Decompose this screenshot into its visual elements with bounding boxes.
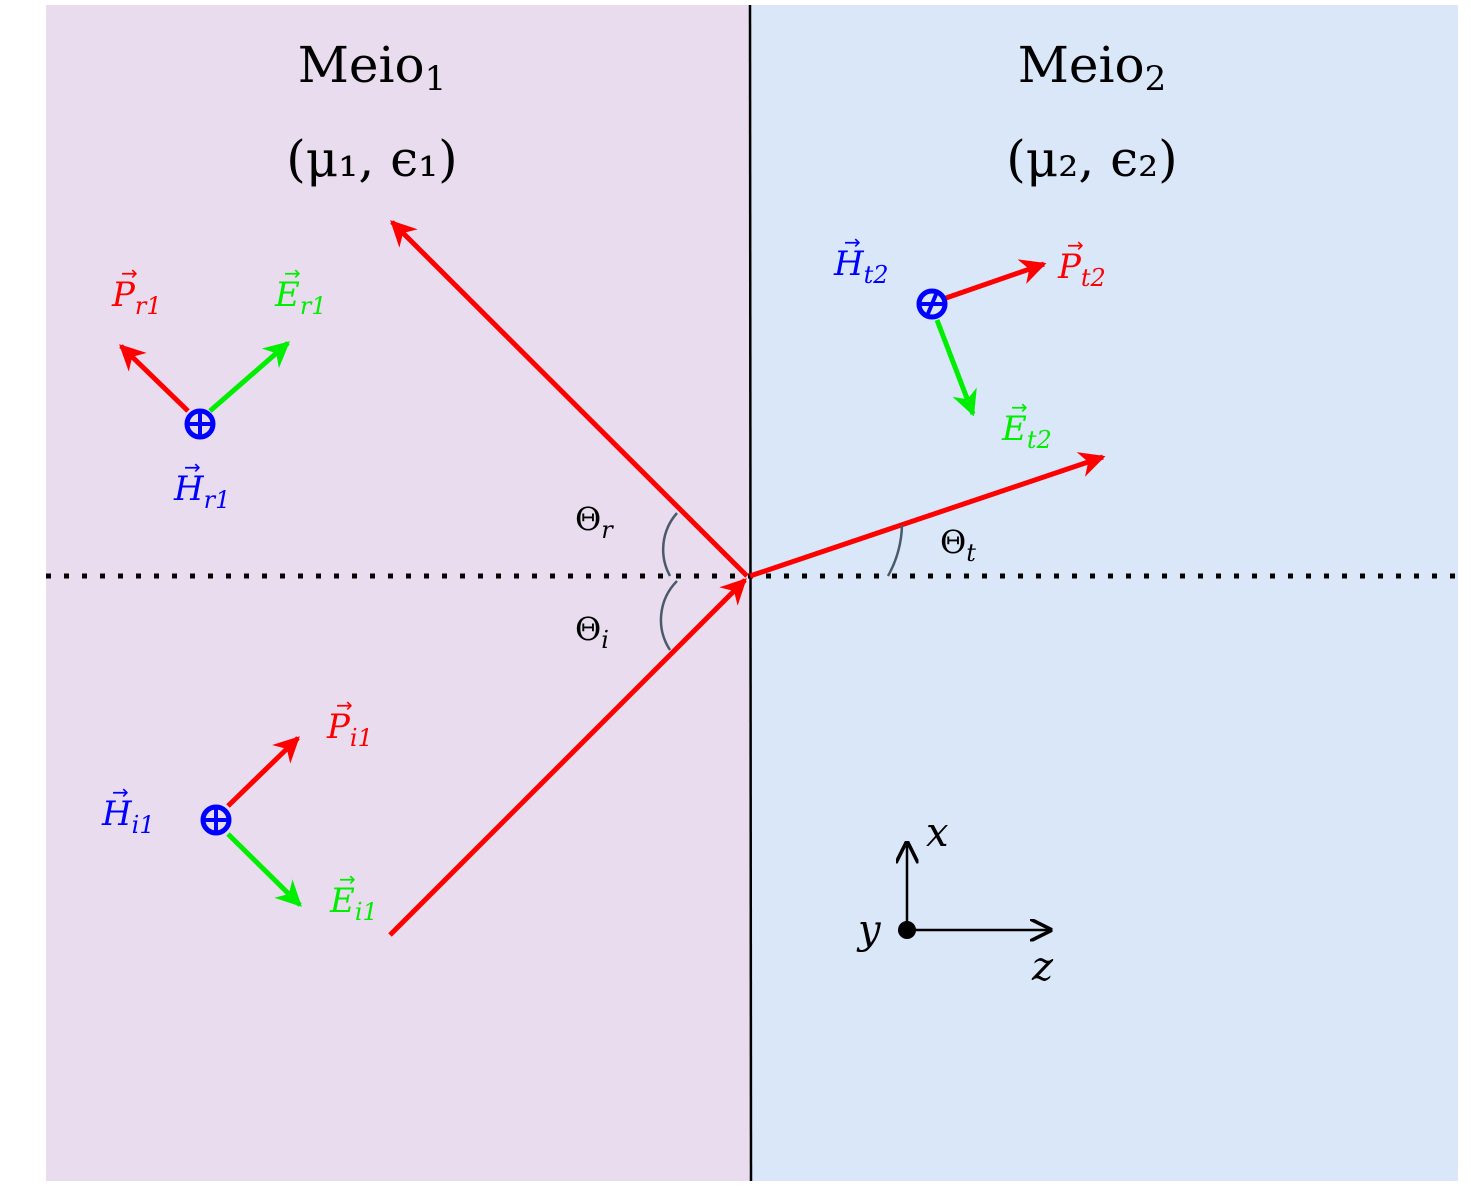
- medium2-region: [750, 5, 1458, 1181]
- medium1-region: [46, 5, 750, 1181]
- incident-field-group: Pi1 → Ei1 → Hi1 →: [101, 693, 378, 926]
- transmission-angle-label: Θt: [940, 523, 976, 567]
- transmitted-efield-arrow: [934, 319, 977, 417]
- reflected-field-group: Pr1 → Er1 → Hr1 →: [111, 261, 327, 514]
- vec-arrow-glyph: →: [284, 261, 301, 285]
- vec-arrow-glyph: →: [336, 693, 353, 717]
- transmitted-hfield-label: Ht2: [833, 244, 889, 289]
- vec-arrow-glyph: →: [339, 867, 356, 891]
- incidence-angle-label: Θi: [575, 610, 609, 654]
- transmission-angle-arc: [886, 524, 904, 577]
- transmitted-poynting-arrow: [945, 259, 1047, 301]
- vec-arrow-glyph: →: [1011, 395, 1028, 419]
- vec-arrow-glyph: →: [1067, 233, 1084, 257]
- incident-poynting-label: Pi1: [326, 707, 373, 752]
- medium2-title: Meio2: [1018, 36, 1167, 99]
- reflected-hfield-label: Hr1: [173, 469, 230, 514]
- incidence-angle-arc: [659, 580, 678, 651]
- incident-poynting-arrow: [226, 736, 300, 808]
- transmitted-poynting-label: Pt2: [1057, 247, 1106, 292]
- incident-efield-label: Ei1: [329, 881, 378, 926]
- medium1-title: Meio1: [298, 36, 447, 99]
- reflected-poynting-label: Pr1: [111, 275, 162, 320]
- coordinate-axes: x y z: [856, 810, 1054, 990]
- z-axis-label: z: [1031, 944, 1054, 990]
- vec-arrow-glyph: →: [112, 780, 129, 804]
- transmitted-efield-label: Et2: [1001, 409, 1052, 454]
- vec-arrow-glyph: →: [184, 455, 201, 479]
- reflected-poynting-arrow: [119, 344, 190, 413]
- medium2-params: (μ₂, ϵ₂): [1006, 130, 1177, 188]
- incident-ray: [388, 578, 747, 937]
- transmitted-field-group: Pt2 → Et2 → Ht2 →: [833, 230, 1106, 454]
- incident-hfield-into-page-icon: [200, 804, 232, 836]
- reflected-ray: [390, 220, 749, 578]
- reflection-angle-label: Θr: [575, 500, 614, 544]
- incident-hfield-label: Hi1: [101, 794, 155, 839]
- vec-arrow-glyph: →: [121, 261, 138, 285]
- x-axis-label: x: [926, 810, 949, 856]
- medium1-params: (μ₁, ϵ₁): [286, 130, 457, 188]
- transmitted-ray: [749, 452, 1106, 579]
- y-axis-label: y: [856, 907, 882, 953]
- reflected-efield-arrow: [208, 341, 290, 413]
- vec-arrow-glyph: →: [844, 230, 861, 254]
- transmitted-hfield-into-page-icon: [916, 288, 948, 320]
- reflected-hfield-into-page-icon: [184, 408, 216, 440]
- reflection-angle-arc: [662, 512, 678, 577]
- incident-efield-arrow: [226, 832, 302, 907]
- reflected-efield-label: Er1: [274, 275, 327, 320]
- interface-line: [748, 4, 753, 1182]
- y-axis-dot: [898, 921, 916, 939]
